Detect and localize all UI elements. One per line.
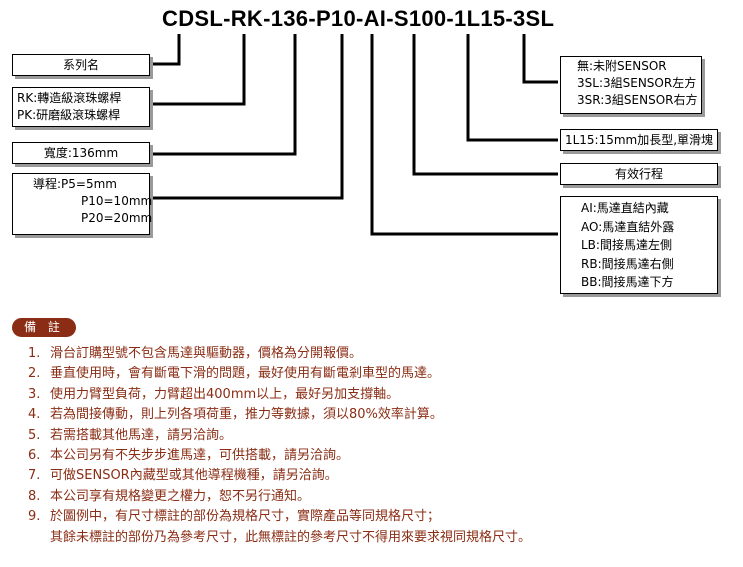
leader-sensor (522, 34, 558, 84)
sensor-box: 無:未附SENSOR 3SL:3組SENSOR左方 3SR:3組SENSOR右方 (560, 56, 702, 114)
lead-box: 導程:P5=5mm P10=10mm P20=20mm (12, 173, 153, 235)
leader-motor (370, 34, 558, 236)
screw-type-rk: RK:轉造級滾珠螺桿 (17, 91, 122, 105)
stroke-label: 有效行程 (614, 167, 663, 181)
sensor-3sr: 3SR:3組SENSOR右方 (577, 93, 698, 107)
leader-slider (466, 34, 558, 142)
note-item: 2.垂直使用時，會有斷電下滑的問題，最好使用有斷電剎車型的馬達。 (28, 366, 441, 382)
note-item: 6.本公司另有不失步步進馬達，可供搭載，請另洽詢。 (28, 447, 350, 463)
screw-type-box: RK:轉造級滾珠螺桿 PK:研磨級滾珠螺桿 (12, 87, 150, 127)
screw-type-pk: PK:研磨級滾珠螺桿 (17, 108, 121, 122)
sensor-none: 無:未附SENSOR (577, 59, 667, 73)
slider-box: 1L15:15mm加長型,單滑塊 (560, 129, 718, 151)
leader-screw-type (152, 34, 246, 106)
leader-lines (152, 34, 558, 236)
leader-stroke (412, 34, 558, 176)
width-box: 寬度:136mm (12, 142, 150, 164)
notes-list: 1.滑台訂購型號不包含馬達與驅動器，價格為分開報價。 2.垂直使用時，會有斷電下… (28, 344, 531, 548)
series-name-label: 系列名 (62, 58, 99, 72)
model-code-title: CDSL-RK-136-P10-AI-S100-1L15-3SL (162, 6, 555, 31)
series-name-box: 系列名 (12, 54, 150, 76)
note-item: 7.可做SENSOR內藏型或其他導程機種，請另洽詢。 (28, 468, 338, 484)
sensor-3sl: 3SL:3組SENSOR左方 (577, 76, 697, 90)
motor-rb: RB:間接馬達右側 (581, 256, 674, 271)
lead-p20: P20=20mm (81, 211, 153, 225)
leader-series (152, 34, 181, 66)
note-item: 4.若為間接傳動，則上列各項荷重，推力等數據，須以80%效率計算。 (28, 407, 443, 423)
leader-lead (152, 34, 344, 200)
stroke-box: 有效行程 (560, 163, 718, 185)
note-item: 9.於圖例中，有尺寸標註的部份為規格尺寸，實際產品等同規格尺寸； (28, 509, 441, 525)
motor-box: AI:馬達直結內藏 AO:馬達直結外露 LB:間接馬達左側 RB:間接馬達右側 … (560, 196, 718, 294)
notes-title-badge: 備 註 (12, 318, 76, 337)
lead-p10: P10=10mm (81, 194, 153, 208)
lead-p5: 導程:P5=5mm (33, 177, 117, 191)
motor-ai: AI:馬達直結內藏 (581, 201, 669, 215)
leader-width (152, 34, 297, 156)
note-item: 1.滑台訂購型號不包含馬達與驅動器，價格為分開報價。 (28, 346, 363, 361)
note-item: 5.若需搭載其他馬達，請另洽詢。 (28, 427, 233, 443)
note-item: 3.使用力臂型負荷，力臂超出400mm以上，最好另加支撐軸。 (28, 386, 400, 402)
note-item: 8.本公司享有規格變更之權力，恕不另行通知。 (28, 488, 311, 504)
motor-ao: AO:馬達直結外露 (581, 219, 675, 234)
slider-label: 1L15:15mm加長型,單滑塊 (564, 133, 714, 147)
width-label: 寬度:136mm (43, 146, 119, 160)
note-item-continued: 其餘未標註的部份乃為參考尺寸，此無標註的參考尺寸不得用來要求視同規格尺寸。 (50, 529, 532, 545)
motor-bb: BB:間接馬達下方 (581, 275, 674, 289)
motor-lb: LB:間接馬達左側 (581, 238, 672, 252)
